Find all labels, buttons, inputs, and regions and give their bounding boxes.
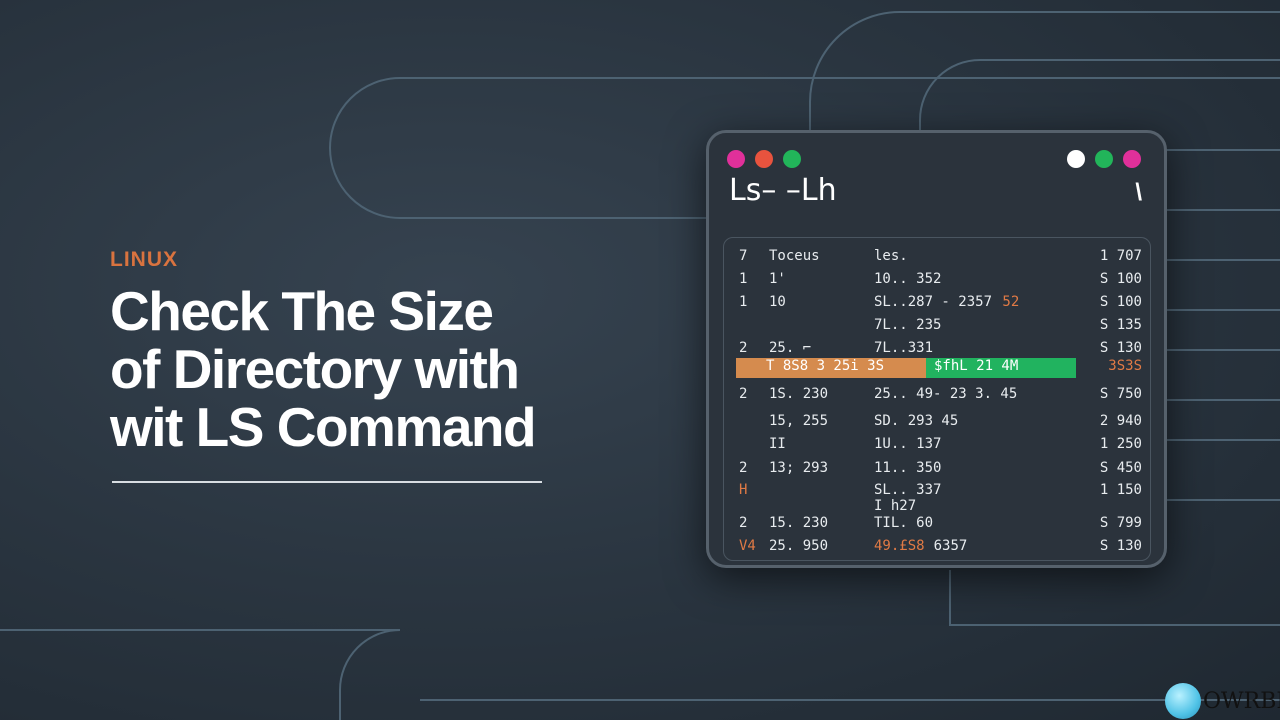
cell-c2: 13; 293 <box>769 460 829 476</box>
window-dot <box>1067 150 1085 168</box>
cell-c2: 1S. 230 <box>769 386 829 402</box>
cell-c4: S 100 <box>1099 271 1142 287</box>
cell-c1: 7 <box>739 248 748 264</box>
cell-c4: 1 707 <box>1099 248 1142 264</box>
highlight-orange: T 8S8 3 25i 3S <box>736 358 926 378</box>
window-dot <box>1123 150 1141 168</box>
cell-c2: 15. 230 <box>769 515 829 531</box>
cell-c4: S 100 <box>1099 294 1142 310</box>
close-button[interactable] <box>727 150 745 168</box>
cell-c3: 49.£S8 <box>874 538 925 554</box>
brand-name: OWRBIT <box>1203 688 1280 714</box>
cell-c4: 1 150 <box>1099 482 1142 498</box>
title-line: Check The Size <box>110 280 494 342</box>
cell-c3: 7L..331 <box>874 340 934 356</box>
table-row: 1 1' 10.. 352 S 100 <box>724 271 1150 291</box>
maximize-button[interactable] <box>783 150 801 168</box>
cell-c4: S 135 <box>1099 317 1142 333</box>
cell-c4: S 130 <box>1099 538 1142 554</box>
output-panel: T 8S8 3 25i 3S $fhL 21 4M 3S3S 7 Toceus le… <box>723 237 1151 561</box>
cell-c2: 25. ⌐ <box>769 340 812 356</box>
command-text: Ls– –Lh <box>729 173 837 208</box>
cell-c4: S 799 <box>1099 515 1142 531</box>
cell-c1: 2 <box>739 340 748 356</box>
cell-c3: 1U.. 137 <box>874 436 942 452</box>
table-row: V4 25. 950 49.£S8 6357 S 130 <box>724 538 1150 558</box>
title-line: wit LS Command <box>110 396 537 458</box>
cell-c4: S 130 <box>1099 340 1142 356</box>
cell-c3b: 6357 <box>933 538 968 554</box>
cell-c4: S 450 <box>1099 460 1142 476</box>
cell-c3: TIL. 60 <box>874 515 934 531</box>
cell-c3: I h27 <box>874 498 917 514</box>
table-row: 7 Toceus les. 1 707 <box>724 248 1150 268</box>
terminal-window: Ls– –Lh \ T 8S8 3 25i 3S $fhL 21 4M 3S3S… <box>706 130 1167 568</box>
highlight-row: 3S3S <box>724 358 1150 378</box>
cell-c3: 11.. 350 <box>874 460 942 476</box>
window-dot <box>1095 150 1113 168</box>
table-row: 2 15. 230 TIL. 60 S 799 <box>724 515 1150 535</box>
cell-c1: 2 <box>739 460 748 476</box>
cell-c1: 1 <box>739 271 748 287</box>
cell-c3: 7L.. 235 <box>874 317 942 333</box>
cell-c3: les. <box>874 248 908 264</box>
cell-c4: S 750 <box>1099 386 1142 402</box>
cell-c1: V4 <box>739 538 756 554</box>
table-row: I h27 <box>724 498 1150 518</box>
cell-c3: SD. 293 45 <box>874 413 959 429</box>
table-row: 15, 255 SD. 293 45 2 940 <box>724 413 1150 433</box>
cell-c2: 1' <box>769 271 786 287</box>
cell-c3: SL..287 - 2357 <box>874 294 993 310</box>
minimize-button[interactable] <box>755 150 773 168</box>
title-line: of Directory with <box>110 338 520 400</box>
cell-c1: 2 <box>739 515 748 531</box>
brand-logo: OWRBIT <box>1165 683 1280 719</box>
cell-c1: 2 <box>739 386 748 402</box>
cell-c2: 15, 255 <box>769 413 829 429</box>
cell-c3: SL.. 337 <box>874 482 942 498</box>
table-row: 7L.. 235 S 135 <box>724 317 1150 337</box>
cell-c2: 10 <box>769 294 786 310</box>
cell-c1: 1 <box>739 294 748 310</box>
highlight-size: 3S3S <box>1108 358 1142 374</box>
cell-c3: 25.. 49- 23 3. 45 <box>874 386 1018 402</box>
table-row: 2 25. ⌐ 7L..331 S 130 <box>724 340 1150 360</box>
cell-c2: Toceus <box>769 248 820 264</box>
table-row: 1 10 SL..287 - 2357 52 S 100 <box>724 294 1150 314</box>
cell-c4: 1 250 <box>1099 436 1142 452</box>
category-label: LINUX <box>110 248 178 271</box>
divider <box>112 481 542 483</box>
cell-c2: 25. 950 <box>769 538 829 554</box>
cell-c3b: 52 <box>1002 294 1020 310</box>
highlight-green: $fhL 21 4M <box>926 358 1076 378</box>
cell-c2: II <box>769 436 786 452</box>
cell-c4: 2 940 <box>1099 413 1142 429</box>
table-row: 2 1S. 230 25.. 49- 23 3. 45 S 750 <box>724 386 1150 406</box>
page-title: Check The Size of Directory with wit LS … <box>110 280 537 458</box>
table-row: 2 13; 293 11.. 350 S 450 <box>724 460 1150 480</box>
globe-icon <box>1165 683 1201 719</box>
cell-c1: H <box>739 482 748 498</box>
cell-c3: 10.. 352 <box>874 271 942 287</box>
table-row: II 1U.. 137 1 250 <box>724 436 1150 456</box>
table-row: H SL.. 337 1 150 <box>724 482 1150 502</box>
cursor-icon: \ <box>1135 179 1142 206</box>
